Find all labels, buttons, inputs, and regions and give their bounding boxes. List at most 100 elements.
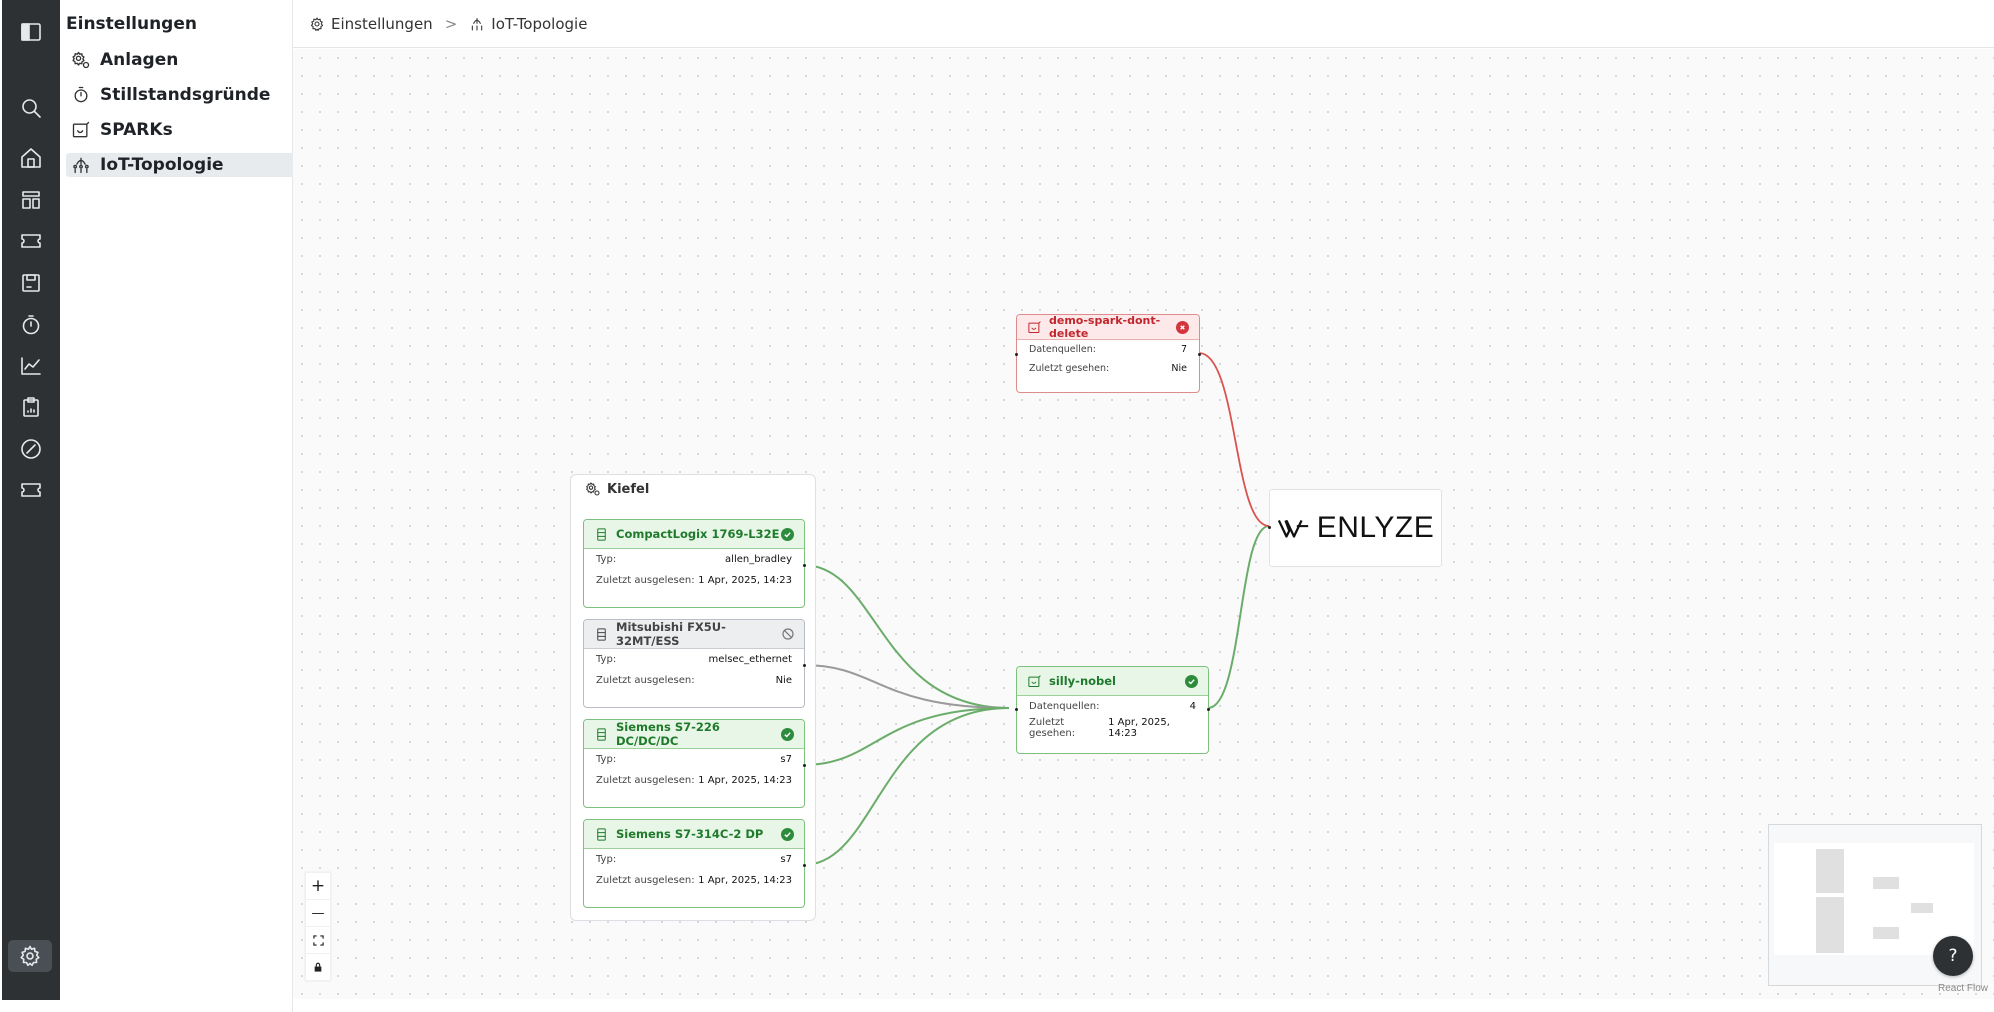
field-label: Datenquellen: [1029, 344, 1096, 355]
layout-icon[interactable] [18, 187, 44, 213]
datasource-type: s7 [780, 754, 792, 765]
group-title-label: Kiefel [607, 481, 650, 497]
nav-item-stillstandsgruende[interactable]: Stillstandsgründe [66, 83, 346, 107]
datasource-type: melsec_ethernet [708, 654, 792, 665]
chart-icon[interactable] [18, 353, 44, 379]
target-handle[interactable] [1015, 353, 1018, 356]
lock-button[interactable] [306, 954, 330, 980]
minimap-node [1873, 927, 1899, 939]
datasource-title: Mitsubishi FX5U-32MT/ESS [616, 620, 726, 648]
nav-item-sparks[interactable]: SPARKs [66, 118, 346, 142]
minimap-node [1911, 903, 1933, 913]
spark-device-icon [1028, 674, 1041, 687]
field-label: Typ: [596, 854, 617, 865]
source-handle[interactable] [1198, 353, 1201, 356]
flow-controls: + — [305, 872, 331, 981]
spark-title: silly-nobel [1049, 674, 1117, 688]
gear-icon [20, 945, 40, 967]
lock-icon [314, 962, 322, 972]
zoom-in-button[interactable]: + [306, 873, 330, 900]
datasource-title: Siemens S7-226 DC/DC/DC [616, 720, 720, 748]
check-icon [781, 727, 794, 741]
field-label: Zuletzt gesehen: [1029, 716, 1076, 739]
edge-mitsubishi-to-silly-nobel [802, 664, 1010, 709]
target-handle[interactable] [1268, 526, 1271, 529]
last-read: 1 Apr, 2025, 14:23 [698, 875, 792, 886]
enlyze-logo-icon [1277, 519, 1308, 538]
field-label: Typ: [596, 654, 617, 665]
save-icon[interactable] [18, 270, 44, 296]
help-button[interactable]: ? [1933, 936, 1973, 976]
breadcrumb: Einstellungen > IoT-Topologie [293, 0, 1994, 48]
edge-compactlogix-to-silly-nobel [802, 564, 1010, 709]
field-label: Datenquellen: [1029, 701, 1100, 712]
minimap-viewport [1774, 843, 1974, 955]
search-icon[interactable] [18, 95, 44, 121]
plc-device-icon [597, 527, 606, 541]
datasource-title: Siemens S7-314C-2 DP [616, 827, 764, 841]
field-label: Zuletzt ausgelesen: [596, 875, 695, 886]
group-title: Kiefel [585, 481, 649, 497]
source-handle[interactable] [803, 764, 806, 767]
compass-icon[interactable] [18, 436, 44, 462]
topology-canvas[interactable]: Kiefel CompactLogix 1769-L32E Typ:allen_… [293, 49, 1994, 999]
field-label: Typ: [596, 754, 617, 765]
enlyze-cloud-node[interactable]: ENLYZE [1268, 489, 1442, 567]
breadcrumb-separator: > [444, 14, 458, 33]
datasource-node[interactable]: Siemens S7-314C-2 DP Typ: s7 Zuletzt ausg… [583, 819, 806, 908]
plc-device-icon [597, 627, 606, 641]
nav-item-label: Stillstandsgründe [100, 85, 271, 105]
check-icon [781, 527, 794, 541]
datasource-type: s7 [780, 854, 792, 865]
spark-node[interactable]: demo-spark-dont-delete Datenquellen: 7 Zu… [1015, 314, 1201, 393]
clipboard-icon[interactable] [18, 394, 44, 420]
home-icon[interactable] [18, 145, 44, 171]
target-handle[interactable] [1015, 708, 1018, 711]
source-handle[interactable] [1207, 708, 1210, 711]
edge-s7-226-to-silly-nobel [802, 707, 1010, 766]
field-label: Zuletzt gesehen: [1029, 363, 1110, 374]
nav-item-anlagen[interactable]: Anlagen [66, 48, 346, 72]
datasource-node[interactable]: Mitsubishi FX5U-32MT/ESS Typ: melsec_ethe… [583, 619, 806, 708]
nav-item-label: IoT-Topologie [100, 155, 224, 175]
source-handle[interactable] [803, 564, 806, 567]
breadcrumb-root[interactable]: Einstellungen [331, 14, 433, 33]
field-label: Zuletzt ausgelesen: [596, 775, 695, 786]
plc-device-icon [597, 727, 606, 741]
fit-view-button[interactable] [306, 927, 330, 954]
sidebar-toggle-icon[interactable] [18, 19, 44, 45]
ticket-icon[interactable] [18, 477, 44, 503]
machine-gear-icon [586, 482, 600, 496]
nav-item-label: SPARKs [100, 120, 173, 140]
gear-icon [310, 16, 324, 31]
datasource-node[interactable]: CompactLogix 1769-L32E Typ:allen_bradley… [583, 519, 806, 608]
disabled-icon [781, 628, 794, 641]
spark-title: demo-spark-dont-delete [1049, 314, 1161, 340]
machine-gear-icon [72, 51, 90, 69]
last-read: 1 Apr, 2025, 14:23 [698, 575, 792, 586]
source-handle[interactable] [803, 664, 806, 667]
stopwatch-icon [74, 86, 88, 103]
react-flow-attribution[interactable]: React Flow [1938, 983, 1989, 994]
source-handle[interactable] [803, 864, 806, 867]
last-read: 1 Apr, 2025, 14:23 [698, 775, 792, 786]
nav-item-label: Anlagen [100, 50, 179, 70]
minimap[interactable] [1768, 824, 1982, 986]
ticket-icon[interactable] [18, 228, 44, 254]
minimap-node [1816, 897, 1844, 953]
check-icon [1185, 674, 1198, 688]
enlyze-wordmark: ENLYZE [1316, 511, 1435, 544]
icon-rail [0, 0, 60, 1012]
datasource-node[interactable]: Siemens S7-226 DC/DC/DC Typ: s7 Zuletzt a… [583, 719, 806, 808]
topology-icon [73, 157, 89, 174]
last-seen: Nie [1171, 363, 1187, 374]
zoom-out-button[interactable]: — [306, 900, 330, 927]
last-seen: 1 Apr, 2025, 14:23 [1108, 716, 1170, 739]
spark-node[interactable]: silly-nobel Datenquellen: 4 Zuletzt geseh… [1015, 666, 1210, 754]
stopwatch-icon[interactable] [18, 312, 44, 338]
datasource-count: 7 [1180, 344, 1187, 355]
nav-title: Einstellungen [66, 14, 197, 34]
settings-button[interactable] [8, 940, 52, 972]
datasource-count: 4 [1189, 701, 1196, 712]
field-label: Zuletzt ausgelesen: [596, 575, 695, 586]
